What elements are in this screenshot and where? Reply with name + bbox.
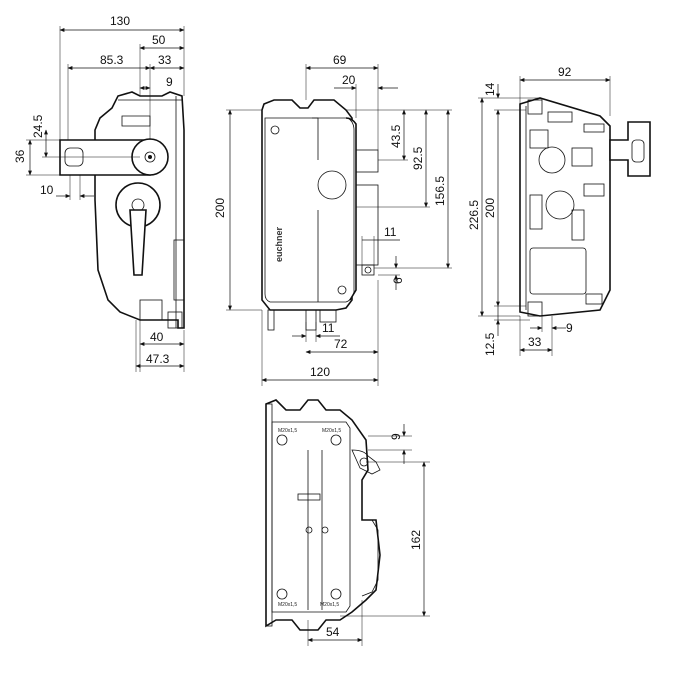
dim-200-front: 200 (213, 198, 227, 218)
bottom-view: M20x1,5 M20x1,5 M20x1,5 M20x1,5 (265, 399, 381, 631)
right-view (519, 97, 651, 317)
dim-11-bottom: 11 (322, 321, 335, 335)
dim-92: 92 (558, 65, 572, 79)
dim-50: 50 (152, 33, 166, 47)
thread-label-bottom-right: M20x1,5 (320, 602, 339, 608)
right-view-dimensions: 92 226.5 200 14 12.5 33 9 (467, 65, 611, 356)
dim-9-left: 9 (166, 75, 173, 89)
dim-33-right: 33 (528, 335, 542, 349)
dim-162: 162 (409, 530, 423, 550)
front-view: euchner (261, 99, 379, 331)
dim-9-bottom: 9 (389, 433, 403, 440)
bottom-view-dimensions: 9 162 54 (307, 424, 430, 646)
thread-label-top-right: M20x1,5 (322, 428, 341, 434)
dim-43-5: 43.5 (389, 124, 403, 148)
dim-36: 36 (13, 149, 27, 163)
dim-10: 10 (40, 183, 54, 197)
dim-33-left: 33 (158, 53, 172, 67)
thread-label-bottom-left: M20x1,5 (278, 602, 297, 608)
dim-14: 14 (483, 82, 497, 96)
dim-156-5: 156.5 (433, 176, 447, 206)
dim-9-right: 9 (566, 321, 573, 335)
dim-85-3: 85.3 (100, 53, 124, 67)
dim-6: 6 (391, 277, 405, 284)
dim-226-5: 226.5 (467, 200, 481, 230)
dim-72: 72 (334, 337, 348, 351)
dim-47-3: 47.3 (146, 352, 170, 366)
dim-12-5: 12.5 (483, 332, 497, 356)
dim-40: 40 (150, 330, 164, 344)
thread-label-top-left: M20x1,5 (278, 428, 297, 434)
left-view-dimensions: 130 50 85.3 33 9 36 24.5 10 40 47.3 (13, 14, 185, 372)
dim-130: 130 (110, 14, 130, 28)
dim-54: 54 (326, 625, 340, 639)
dim-200-right: 200 (483, 198, 497, 218)
dim-20: 20 (342, 73, 356, 87)
dim-24-5: 24.5 (31, 114, 45, 138)
brand-label: euchner (274, 226, 284, 262)
dim-92-5: 92.5 (411, 146, 425, 170)
dim-69: 69 (333, 53, 347, 67)
front-view-dimensions: 69 20 200 43.5 92.5 156.5 11 6 11 (213, 53, 452, 386)
side-view-left (59, 91, 185, 329)
dim-11-top: 11 (384, 225, 397, 239)
dim-120: 120 (310, 365, 330, 379)
